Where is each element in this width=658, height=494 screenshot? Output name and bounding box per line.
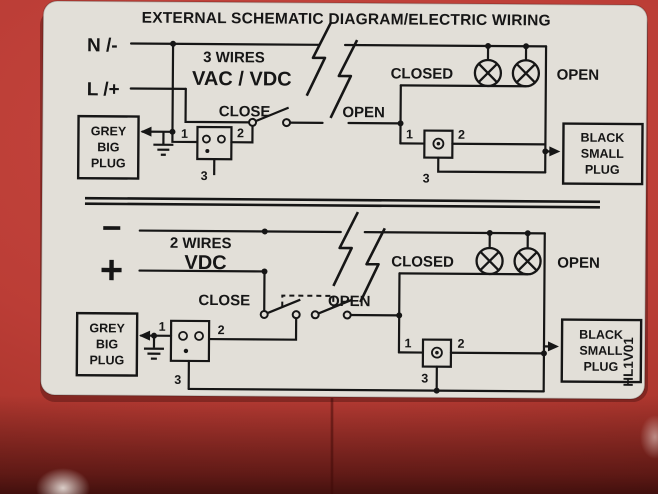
plus-symbol: + — [100, 248, 124, 292]
bottom-voltage-label: VDC — [184, 252, 226, 274]
lamp-open-icon — [511, 59, 541, 88]
top-line-l-label: L /+ — [87, 79, 120, 100]
junction-dots — [169, 40, 549, 155]
grey-plug-line3: PLUG — [91, 156, 126, 170]
grey-plug-line2: BIG — [97, 140, 119, 154]
section-divider — [84, 196, 601, 209]
black-plug-line3: PLUG — [585, 163, 620, 177]
grey-plug-connector: 1 2 3 — [159, 319, 225, 387]
top-closed-lamps-label: CLOSED — [391, 65, 454, 82]
grey-plug-line1: GREY — [89, 321, 125, 335]
minus-symbol: − — [102, 209, 122, 247]
black-plug-line1: BLACK — [581, 131, 625, 145]
black-small-plug-box: BLACK SMALL PLUG — [561, 122, 644, 186]
black-plug-connector: 1 2 3 — [406, 127, 465, 185]
mechanical-link — [281, 294, 335, 307]
black-plug-line2: SMALL — [581, 147, 625, 161]
pin-2-label: 2 — [457, 337, 464, 351]
bottom-close-switch-icon — [259, 298, 301, 320]
lamp-closed-icon — [473, 58, 503, 88]
top-wires-label: 3 WIRES — [203, 49, 265, 66]
black-plug-line3: PLUG — [583, 360, 618, 374]
pin-2-label: 2 — [458, 128, 465, 142]
housing-groove — [330, 398, 334, 494]
arrow-right-icon — [547, 341, 559, 352]
bottom-closed-lamps-label: CLOSED — [391, 253, 454, 270]
pin-1-label: 1 — [404, 336, 411, 350]
pin-1-label: 1 — [159, 320, 166, 334]
top-voltage-label: VAC / VDC — [192, 68, 292, 91]
grey-big-plug-box: GREY BIG PLUG — [76, 114, 140, 180]
bottom-open-lamps-label: OPEN — [557, 254, 600, 271]
pin-3-label: 3 — [423, 172, 430, 186]
top-open-lamps-label: OPEN — [557, 66, 600, 83]
pin-1-label: 1 — [406, 127, 413, 141]
top-close-switch-icon — [248, 106, 292, 128]
breaker-bolt-icon — [305, 21, 359, 119]
arrow-right-icon — [549, 146, 561, 157]
pin-3-label: 3 — [421, 372, 428, 386]
black-plug-connector: 1 2 3 — [404, 336, 464, 385]
highlight-reflection — [640, 415, 658, 459]
top-line-n-label: N /- — [87, 35, 118, 56]
black-plug-line2: SMALL — [579, 344, 623, 358]
bottom-close-label: CLOSE — [198, 292, 250, 309]
junction-dots — [151, 228, 547, 394]
bottom-circuit: − + 2 WIRES VDC CLOSE OPEN CLOSED OPEN — [75, 209, 643, 394]
pin-2-label: 2 — [237, 126, 244, 140]
top-open-label: OPEN — [342, 104, 385, 121]
product-code: HL1V01 — [621, 337, 636, 387]
bottom-circuit-wires — [138, 229, 557, 393]
bottom-wires-label: 2 WIRES — [170, 235, 232, 252]
grey-plug-line3: PLUG — [89, 353, 124, 367]
black-small-plug-box: BLACK SMALL PLUG — [560, 318, 643, 384]
bottom-open-switch-icon — [310, 299, 352, 320]
grey-plug-line1: GREY — [91, 124, 127, 138]
grey-big-plug-box: GREY BIG PLUG — [75, 311, 139, 377]
breaker-bolt-icon — [332, 211, 386, 303]
top-close-label: CLOSE — [219, 103, 271, 120]
lamp-open-icon — [513, 247, 542, 276]
pin-2-label: 2 — [218, 323, 225, 337]
arrow-left-icon — [139, 330, 151, 341]
grey-plug-connector: 1 2 3 — [181, 125, 244, 183]
highlight-reflection — [36, 468, 90, 494]
arrow-left-icon — [140, 126, 152, 137]
label-title: EXTERNAL SCHEMATIC DIAGRAM/ELECTRIC WIRI… — [142, 10, 551, 30]
ground-icon — [153, 131, 174, 156]
black-plug-line1: BLACK — [579, 328, 623, 342]
pin-3-label: 3 — [174, 373, 181, 387]
pin-3-label: 3 — [201, 169, 208, 183]
pin-1-label: 1 — [181, 127, 188, 141]
grey-plug-line2: BIG — [96, 337, 118, 351]
top-circuit: N /- L /+ 3 WIRES VAC / VDC CLOSE OPEN C… — [76, 21, 644, 186]
lamp-closed-icon — [475, 246, 504, 276]
